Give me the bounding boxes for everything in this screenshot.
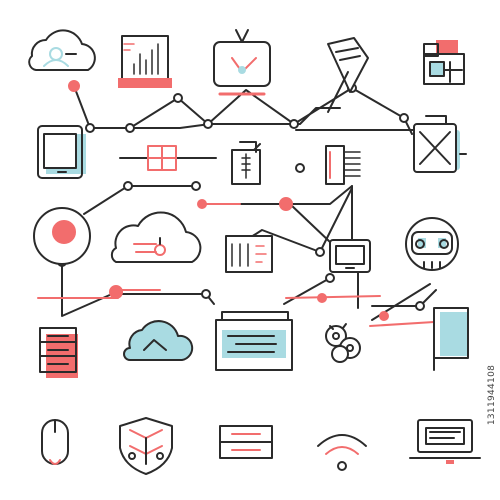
printer-icon (215, 311, 293, 371)
bar-chart-doc-icon (118, 35, 172, 88)
screen-door-icon (433, 307, 469, 371)
usb-drive-icon (327, 37, 369, 113)
robot-head-icon (405, 217, 459, 271)
cloud-network-icon (110, 211, 202, 263)
network-lines-red (37, 203, 435, 327)
cpu-chip-icon (325, 145, 361, 185)
zip-file-icon (231, 141, 261, 185)
hard-drive-icon (219, 425, 273, 459)
document-list-icon (225, 235, 273, 273)
image-id-text: 1311944108 (487, 364, 497, 426)
image-id-label: 1311944108 (486, 300, 498, 490)
network-nodes-red (52, 80, 389, 321)
clock-monitor-icon (213, 29, 271, 96)
building-blocks-icon (423, 40, 465, 85)
package-box-icon (413, 115, 467, 173)
server-rack-icon (39, 327, 78, 378)
shield-circuit-icon (119, 417, 173, 475)
window-grid-icon (147, 145, 177, 171)
mouse-icon (41, 419, 69, 465)
laptop-monitor-icon (329, 239, 371, 273)
laptop-icon (409, 419, 481, 464)
cloud-user-icon (28, 29, 96, 71)
wifi-icon (317, 434, 367, 471)
network-nodes (57, 83, 425, 311)
network-lines (61, 85, 437, 321)
gears-icon (325, 323, 361, 363)
round-button-icon (33, 207, 91, 265)
tablet-icon (37, 125, 86, 179)
cloud-arrow-icon (123, 320, 194, 361)
